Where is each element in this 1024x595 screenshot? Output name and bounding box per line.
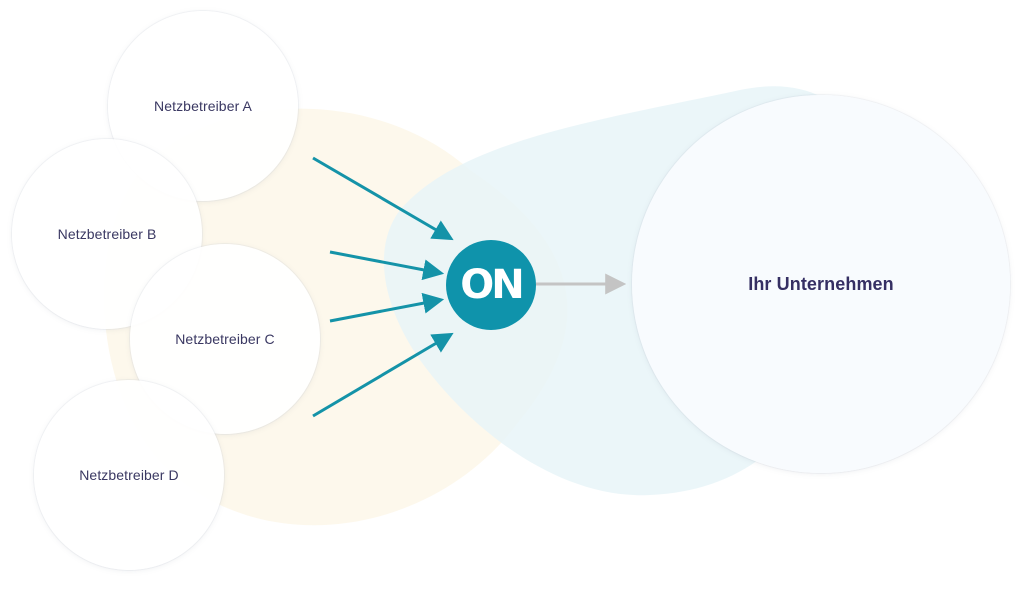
company-label: Ihr Unternehmen [748, 273, 894, 294]
operator-label-b: Netzbetreiber B [57, 226, 157, 242]
arrow-from-c [329, 292, 445, 323]
operator-label-a: Netzbetreiber A [154, 98, 252, 114]
operator-circle-d: Netzbetreiber D [34, 380, 224, 570]
arrow-from-a [312, 156, 454, 241]
arrow-from-d [312, 332, 454, 418]
operator-label-d: Netzbetreiber D [79, 467, 179, 483]
arrow-from-b [329, 250, 445, 281]
on-logo: ON [446, 240, 536, 330]
company-circle: Ihr Unternehmen [632, 95, 1010, 473]
operator-label-c: Netzbetreiber C [175, 331, 275, 347]
on-logo-text: ON [460, 262, 525, 308]
operator-circle-c: Netzbetreiber C [130, 244, 320, 434]
